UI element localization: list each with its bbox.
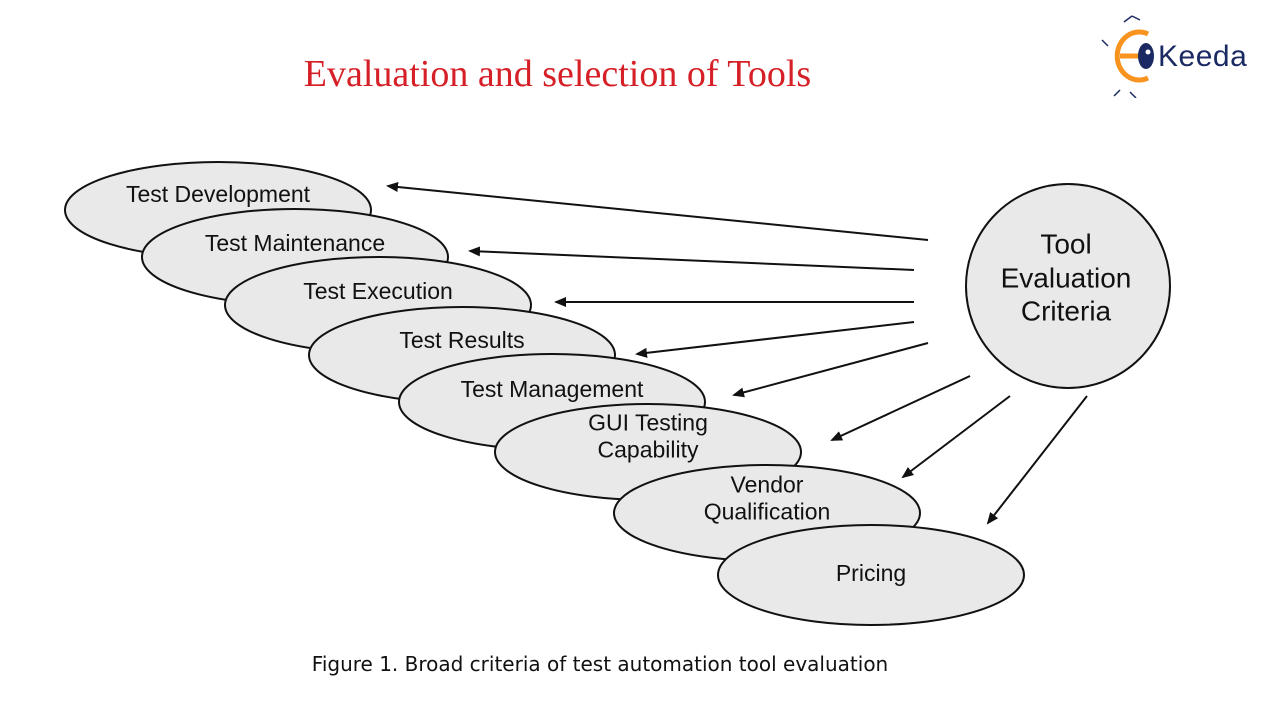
logo-mark-icon [1101, 15, 1154, 99]
arrow-to-criterion-8 [986, 395, 1088, 525]
criterion-label: Test Management [461, 376, 644, 402]
criterion-label: Capability [598, 437, 699, 463]
criterion-label: Vendor [731, 472, 804, 498]
arrow-to-criterion-1 [386, 182, 929, 241]
criterion-label: Qualification [704, 499, 831, 525]
ekeeda-logo: Keeda [1100, 14, 1260, 99]
criterion-label: Test Results [399, 327, 524, 353]
arrow-to-criterion-4 [635, 321, 915, 358]
hub-label: Evaluation [1001, 262, 1132, 293]
logo-wordmark: Keeda [1158, 40, 1248, 73]
criterion-label: Test Execution [303, 278, 453, 304]
criterion-label: Pricing [836, 560, 906, 586]
criterion-ellipse [717, 524, 1025, 626]
figure-caption: Figure 1. Broad criteria of test automat… [311, 652, 889, 676]
arrow-to-criterion-5 [732, 342, 929, 398]
arrow-to-criterion-6 [830, 375, 971, 441]
criterion-label: Test Development [126, 181, 311, 207]
arrow-to-criterion-2 [468, 246, 915, 271]
arrow-to-criterion-7 [901, 395, 1011, 479]
hub-circle [965, 183, 1171, 389]
hub-label: Criteria [1021, 295, 1112, 326]
criterion-label: GUI Testing [588, 410, 708, 436]
criterion-node-8: Pricing [717, 524, 1025, 626]
hub-label: Tool [1040, 228, 1091, 259]
criterion-label: Test Maintenance [205, 230, 385, 256]
slide-title: Evaluation and selection of Tools [303, 53, 812, 95]
